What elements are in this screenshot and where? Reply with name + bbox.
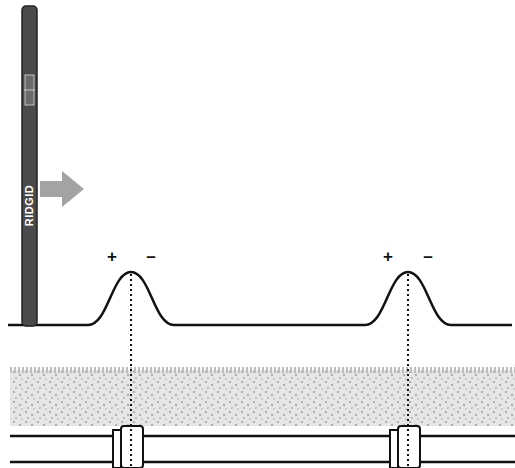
ground-band (10, 370, 515, 426)
polarity-sign: + (107, 248, 117, 265)
locator-wand (22, 6, 37, 326)
polarity-sign: + (383, 248, 393, 265)
pipe-top (10, 435, 515, 438)
direction-arrow (40, 171, 84, 207)
pipe-joint (113, 426, 420, 468)
leader-line (131, 274, 408, 466)
brand-name: RIDGID (24, 184, 35, 226)
pipe-bottom (10, 461, 515, 464)
signal-profile (8, 272, 512, 325)
polarity-sign: – (146, 248, 155, 265)
polarity-sign: – (423, 248, 432, 265)
